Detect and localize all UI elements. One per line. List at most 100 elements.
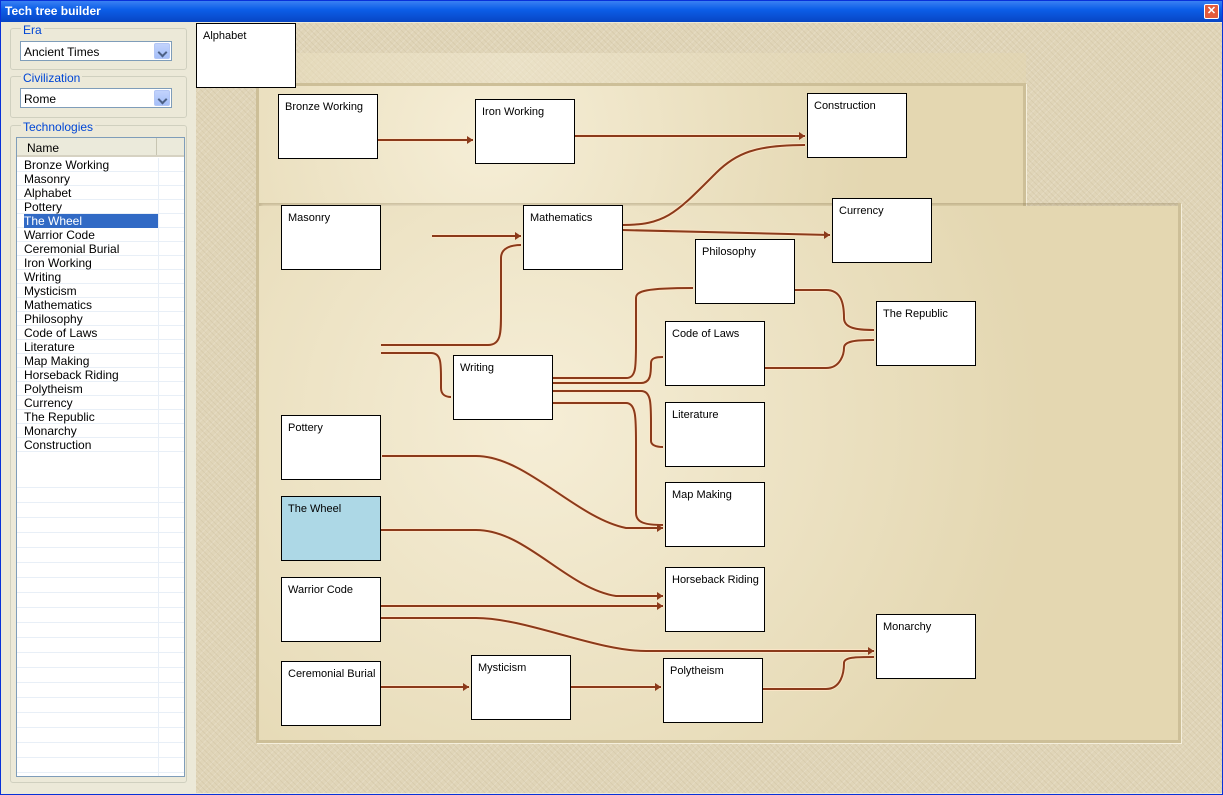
tech-node-wheel[interactable]: The Wheel [281,496,381,561]
title-bar[interactable]: Tech tree builder ✕ [1,1,1222,22]
list-item[interactable]: Construction [17,438,184,452]
list-gridline [158,158,159,776]
tech-link-highlight [794,288,875,332]
tech-link-arrowhead [657,602,663,610]
list-empty-row [17,562,184,563]
tech-node-label: Bronze Working [285,101,364,113]
tech-link [553,390,664,448]
list-item[interactable]: Currency [17,396,184,410]
list-empty-row [17,592,184,593]
list-item[interactable]: Alphabet [17,186,184,200]
tech-link-arrowhead [655,683,661,691]
list-item[interactable]: Iron Working [17,256,184,270]
tech-node-bronze[interactable]: Bronze Working [278,94,378,159]
tech-node-alphabet[interactable]: Alphabet [196,23,296,88]
tech-node-mapmaking[interactable]: Map Making [665,482,765,547]
list-empty-row [17,682,184,683]
tech-node-pottery[interactable]: Pottery [281,415,381,480]
tech-node-monarchy[interactable]: Monarchy [876,614,976,679]
tech-node-label: Philosophy [702,246,756,258]
tech-node-republic[interactable]: The Republic [876,301,976,366]
era-dropdown[interactable]: Ancient Times [20,41,172,61]
tech-link [381,244,522,346]
list-item[interactable]: Masonry [17,172,184,186]
list-item-label: Ceremonial Burial [24,242,120,256]
tech-link [794,289,875,331]
tech-node-iron[interactable]: Iron Working [475,99,575,164]
tech-link-arrowhead [657,524,663,532]
list-item[interactable]: Mysticism [17,284,184,298]
list-empty-row [17,667,184,668]
tech-node-literature[interactable]: Literature [665,402,765,467]
column-header-name[interactable]: Name [17,138,157,155]
tech-link-highlight [553,389,664,449]
list-item-label: Pottery [24,200,63,214]
tech-node-construction[interactable]: Construction [807,93,907,158]
tech-node-label: Literature [672,409,719,421]
list-empty-row [17,772,184,773]
tech-node-writing[interactable]: Writing [453,355,553,420]
list-item[interactable]: Warrior Code [17,228,184,242]
close-icon[interactable]: ✕ [1204,4,1219,19]
era-value: Ancient Times [24,45,100,59]
list-item[interactable]: Monarchy [17,424,184,438]
list-item-label: Writing [24,270,62,284]
list-item-label: Iron Working [24,256,92,270]
tech-link [380,529,663,597]
list-item[interactable]: Writing [17,270,184,284]
list-header: Name [17,138,184,157]
list-item[interactable]: Ceremonial Burial [17,242,184,256]
list-item[interactable]: Horseback Riding [17,368,184,382]
list-item-label: Polytheism [24,382,83,396]
era-group: Era Ancient Times [10,23,187,70]
era-label: Era [21,23,44,37]
tech-node-label: Polytheism [670,665,724,677]
tech-node-currency[interactable]: Currency [832,198,932,263]
tech-node-horseback[interactable]: Horseback Riding [665,567,765,632]
list-item-label: Bronze Working [24,158,110,172]
list-item-label: Construction [24,438,92,452]
tech-link-highlight [380,616,874,653]
list-item[interactable]: Pottery [17,200,184,214]
list-empty-row [17,577,184,578]
list-item[interactable]: The Republic [17,410,184,424]
tech-node-polytheism[interactable]: Polytheism [663,658,763,723]
tech-link-arrowhead [799,132,805,140]
list-item[interactable]: Code of Laws [17,326,184,340]
tech-node-codelaws[interactable]: Code of Laws [665,321,765,386]
tech-node-masonry[interactable]: Masonry [281,205,381,270]
list-empty-row [17,697,184,698]
tech-node-warrior[interactable]: Warrior Code [281,577,381,642]
list-item[interactable]: Literature [17,340,184,354]
civilization-dropdown[interactable]: Rome [20,88,172,108]
tech-node-philosophy[interactable]: Philosophy [695,239,795,304]
list-item[interactable]: Bronze Working [17,158,184,172]
parchment-top [296,53,1026,83]
list-item-label: Currency [24,396,73,410]
list-item[interactable]: Philosophy [17,312,184,326]
tech-link [382,455,663,529]
tech-link-arrowhead [467,136,473,144]
list-empty-row [17,532,184,533]
list-empty-row [17,502,184,503]
list-item-label: The Wheel [24,214,158,228]
tech-link-highlight [380,528,663,598]
list-item[interactable]: The Wheel [17,214,184,228]
tech-link-arrowhead [824,231,830,239]
list-item[interactable]: Map Making [17,354,184,368]
tech-node-ceremonial[interactable]: Ceremonial Burial [281,661,381,726]
list-item-label: Mysticism [24,284,77,298]
chevron-down-icon[interactable] [154,43,170,59]
list-empty-row [17,712,184,713]
parchment-frame-main [256,203,1181,743]
chevron-down-icon[interactable] [154,90,170,106]
list-item[interactable]: Polytheism [17,382,184,396]
tech-node-mysticism[interactable]: Mysticism [471,655,571,720]
list-item[interactable]: Mathematics [17,298,184,312]
tech-node-mathematics[interactable]: Mathematics [523,205,623,270]
list-empty-row [17,487,184,488]
tech-node-label: Code of Laws [672,328,740,340]
